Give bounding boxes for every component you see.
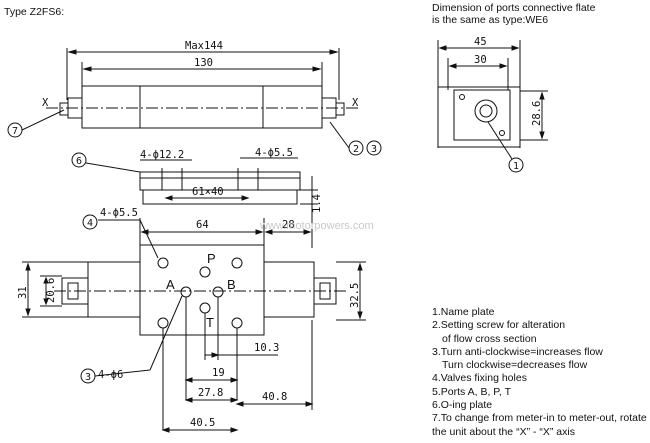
legend-item-2a: 2.Setting screw for alteration <box>432 319 566 332</box>
plate-size-label: 61×40 <box>192 186 224 198</box>
holes-port-label: 4-ϕ6 <box>98 369 123 381</box>
callout-7-label: 7 <box>12 126 18 137</box>
height-32-5-label: 32.5 <box>349 283 361 308</box>
fixing-hole-br <box>231 317 243 329</box>
length-label: 130 <box>194 57 213 69</box>
legend-item-6: 6.O-ing plate <box>432 399 493 412</box>
callout-6 <box>71 152 87 168</box>
bottom-view: 4 4-ϕ5.5 64 28 www.motorpowers.com P A B… <box>17 207 374 433</box>
legend-item-3b: Turn clockwise=decreases flow <box>442 359 588 372</box>
holes-fix-label: 4-ϕ5.5 <box>100 207 138 219</box>
holes-small-label: 4-ϕ5.5 <box>255 147 293 159</box>
max-length-label: Max144 <box>185 40 223 52</box>
flange-view: 45 30 28.6 1 <box>437 36 548 173</box>
port-t-label: T <box>206 315 214 330</box>
height-28-6-label: 28.6 <box>531 101 543 126</box>
legend-item-3a: 3.Turn anti-clockwise=increases flow <box>432 345 603 358</box>
width-28-label: 28 <box>282 219 295 231</box>
fixing-hole-tl <box>157 257 169 269</box>
holes-large-label: 4-ϕ12.2 <box>140 149 184 161</box>
width-30-label: 30 <box>474 54 487 66</box>
legend-item-5: 5.Ports A, B, P, T <box>432 385 511 398</box>
legend-item-7a: 7.To change from meter-in to meter-out, … <box>432 412 647 425</box>
middle-view: 6 4-ϕ12.2 4-ϕ5.5 61×40 1.4 <box>71 147 323 218</box>
callout-3-bottom-label: 3 <box>85 372 91 383</box>
dim-40-8-label: 40.8 <box>262 391 287 403</box>
port-bore <box>474 99 498 123</box>
port-p-hole <box>199 266 211 278</box>
callout-1 <box>508 157 524 173</box>
width-64-label: 64 <box>196 219 209 231</box>
fixing-hole-bl <box>157 317 169 329</box>
legend: 1.Name plate 2.Setting screw for alterat… <box>432 306 647 439</box>
dim-27-8-label: 27.8 <box>198 387 223 399</box>
dim-10-3-label: 10.3 <box>254 342 279 354</box>
valve-body-top <box>81 85 323 129</box>
legend-item-1: 1.Name plate <box>432 306 495 318</box>
dim-19-label: 19 <box>212 367 225 379</box>
dim-40-5-label: 40.5 <box>190 417 215 429</box>
port-t-hole <box>199 302 211 314</box>
width-45-label: 45 <box>474 36 487 48</box>
callout-4-label: 4 <box>87 218 93 229</box>
callout-1-label: 1 <box>513 161 519 172</box>
legend-item-4: 4.Valves fixing holes <box>432 372 527 385</box>
ports-title-line2: is the same as type:WE6 <box>432 14 549 26</box>
height-31-label: 31 <box>17 286 29 299</box>
watermark: www.motorpowers.com <box>259 220 374 232</box>
axis-x-left: X <box>42 97 49 109</box>
legend-item-7b: the unit about the “X” - “X” axis <box>432 425 575 438</box>
port-b-hole <box>212 286 224 298</box>
top-view: Max144 130 X X 7 2 3 <box>7 40 382 156</box>
callout-2-label: 2 <box>353 144 359 155</box>
callout-3-top <box>366 140 382 156</box>
thickness-label: 1.4 <box>311 194 323 213</box>
flange-outline <box>437 86 521 148</box>
port-a-hole <box>180 286 192 298</box>
drawing-title: Type Z2FS6: <box>4 6 65 18</box>
ports-title-line1: Dimension of ports connective flate <box>432 2 596 14</box>
fixing-hole-tr <box>231 257 243 269</box>
port-b-label: B <box>227 277 236 292</box>
axis-x-right: X <box>352 97 359 109</box>
callout-4 <box>82 214 98 230</box>
callout-6-label: 6 <box>76 156 82 167</box>
port-a-label: A <box>166 277 175 292</box>
height-20-6-label: 20.6 <box>45 278 57 303</box>
callout-3-top-label: 3 <box>371 144 377 155</box>
port-p-label: P <box>207 251 216 266</box>
legend-item-2b: of flow cross section <box>442 332 537 345</box>
